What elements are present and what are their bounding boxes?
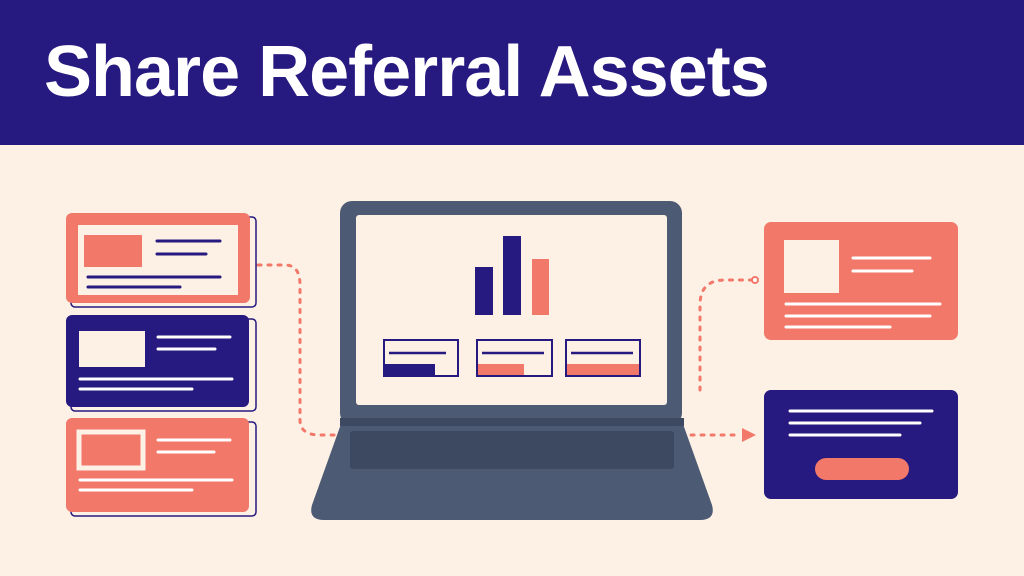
connector-end-dot: [751, 276, 759, 284]
image-placeholder: [76, 429, 146, 471]
cta-button-shape: [815, 458, 909, 480]
laptop: [311, 201, 713, 520]
connector-laptop-to-top-card: [698, 278, 754, 392]
illustration: [66, 201, 958, 520]
laptop-keyboard: [350, 431, 674, 469]
connector-left-to-laptop: [256, 263, 737, 437]
arrowhead-icon: [742, 428, 756, 442]
image-placeholder: [79, 331, 145, 367]
left-card-coral-outline: [66, 418, 257, 517]
left-card-stack: [66, 213, 257, 517]
left-card-navy: [66, 315, 257, 412]
left-card-coral: [66, 213, 257, 308]
image-placeholder: [84, 235, 142, 267]
image-placeholder: [784, 240, 839, 293]
right-card-navy: [764, 390, 958, 499]
screen-progress-boxes: [383, 339, 641, 377]
dotted-connectors: [256, 263, 754, 437]
laptop-hinge: [340, 418, 684, 426]
screen-bar-chart: [475, 236, 549, 315]
page-title: Share Referral Assets: [44, 32, 770, 112]
title-banner: Share Referral Assets: [0, 0, 1024, 145]
right-card-coral: [764, 222, 958, 340]
